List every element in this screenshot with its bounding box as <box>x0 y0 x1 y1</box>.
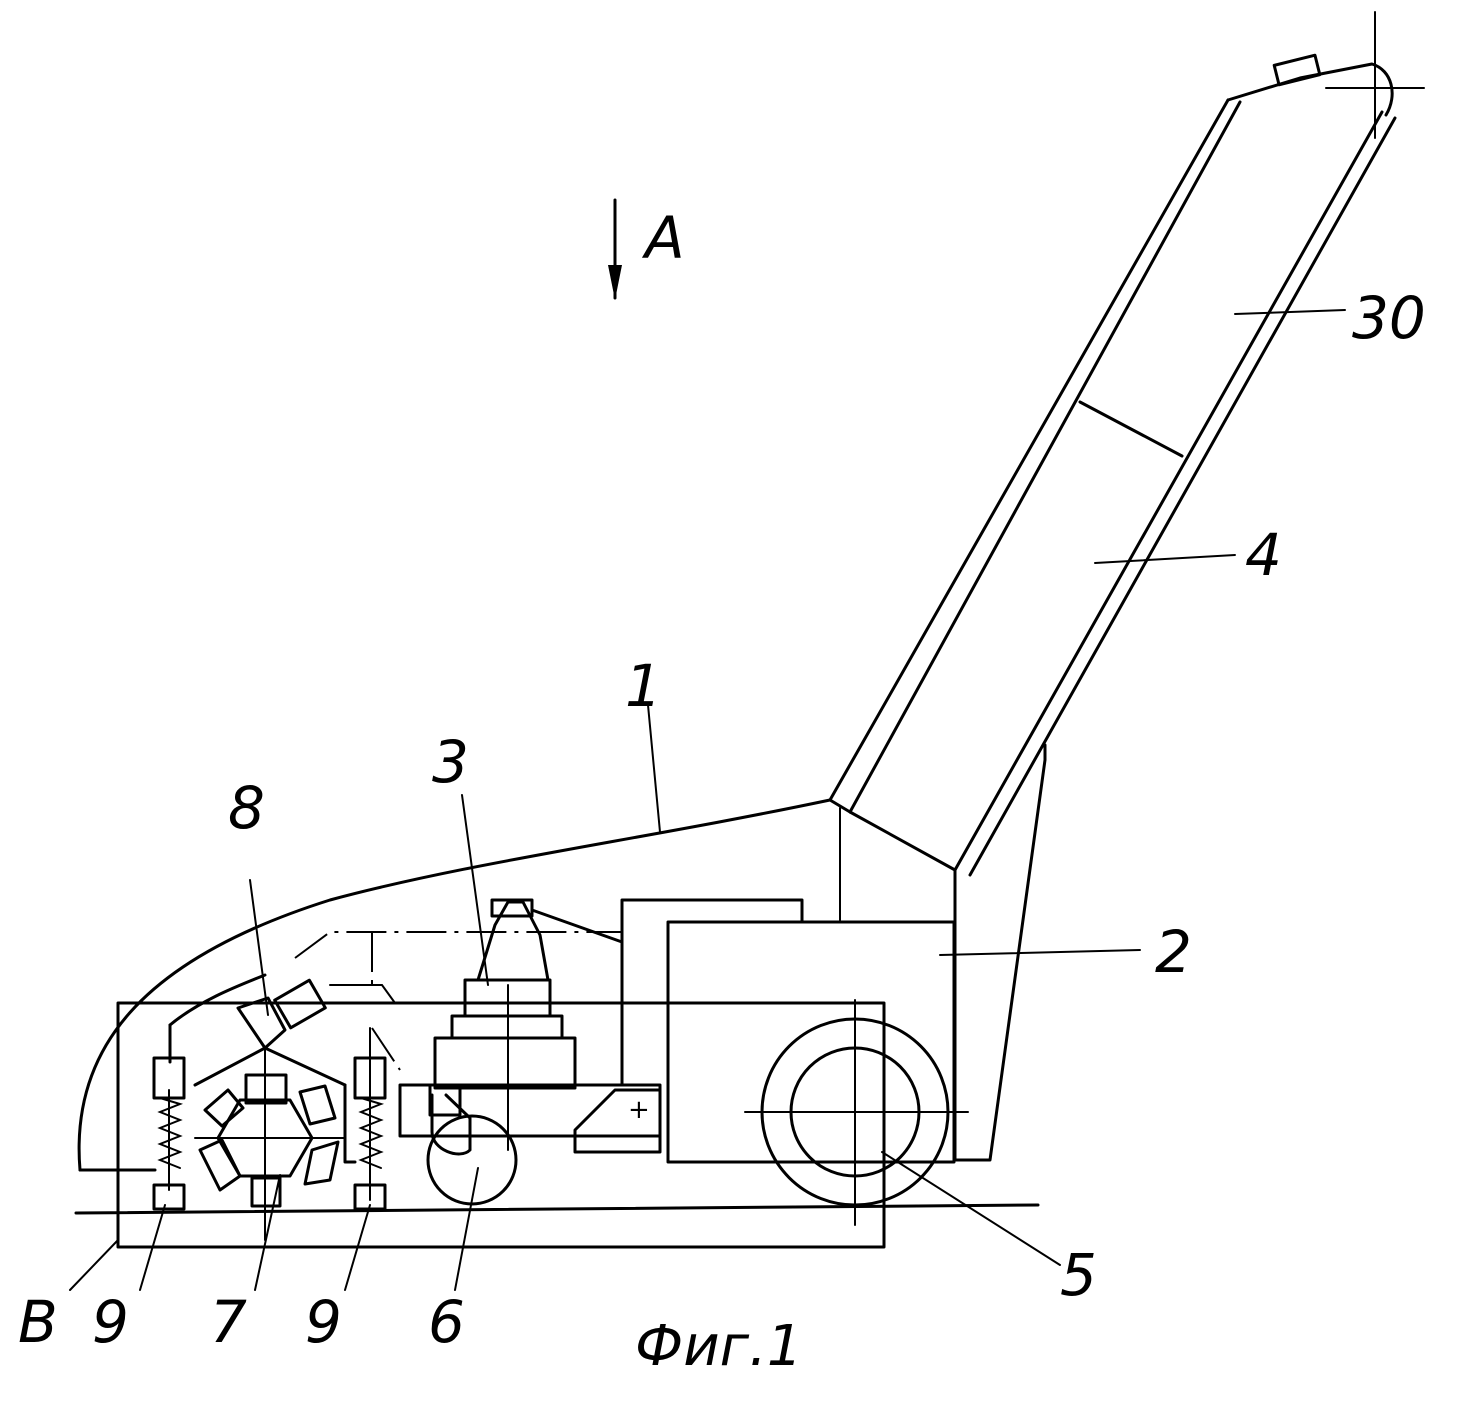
rotor <box>195 1075 345 1206</box>
label-5: 5 <box>1060 1241 1097 1309</box>
label-7: 7 <box>210 1288 247 1356</box>
housing <box>668 922 954 1162</box>
label-30: 30 <box>1352 284 1426 352</box>
handle <box>830 12 1424 875</box>
figure-caption: Фиг.1 <box>635 1314 802 1379</box>
bracket <box>195 980 345 1240</box>
grip-lever <box>1274 55 1320 85</box>
label-8: 8 <box>228 774 265 842</box>
spring-left <box>154 1058 184 1209</box>
label-1: 1 <box>625 652 662 720</box>
label-4: 4 <box>1245 521 1282 589</box>
label-6: 6 <box>428 1288 465 1356</box>
svg-text:+: + <box>628 1095 650 1125</box>
label-2: 2 <box>1155 918 1192 986</box>
rear-wheel <box>745 1000 968 1225</box>
label-9-right: 9 <box>305 1288 342 1356</box>
label-3: 3 <box>432 728 469 796</box>
spring-right <box>345 1028 385 1209</box>
dashed-path <box>295 932 622 958</box>
view-label: A <box>641 204 685 272</box>
label-b: B <box>18 1288 58 1356</box>
front-wheel: + <box>400 1085 660 1204</box>
view-arrow <box>608 200 622 300</box>
label-9-left: 9 <box>92 1288 129 1356</box>
